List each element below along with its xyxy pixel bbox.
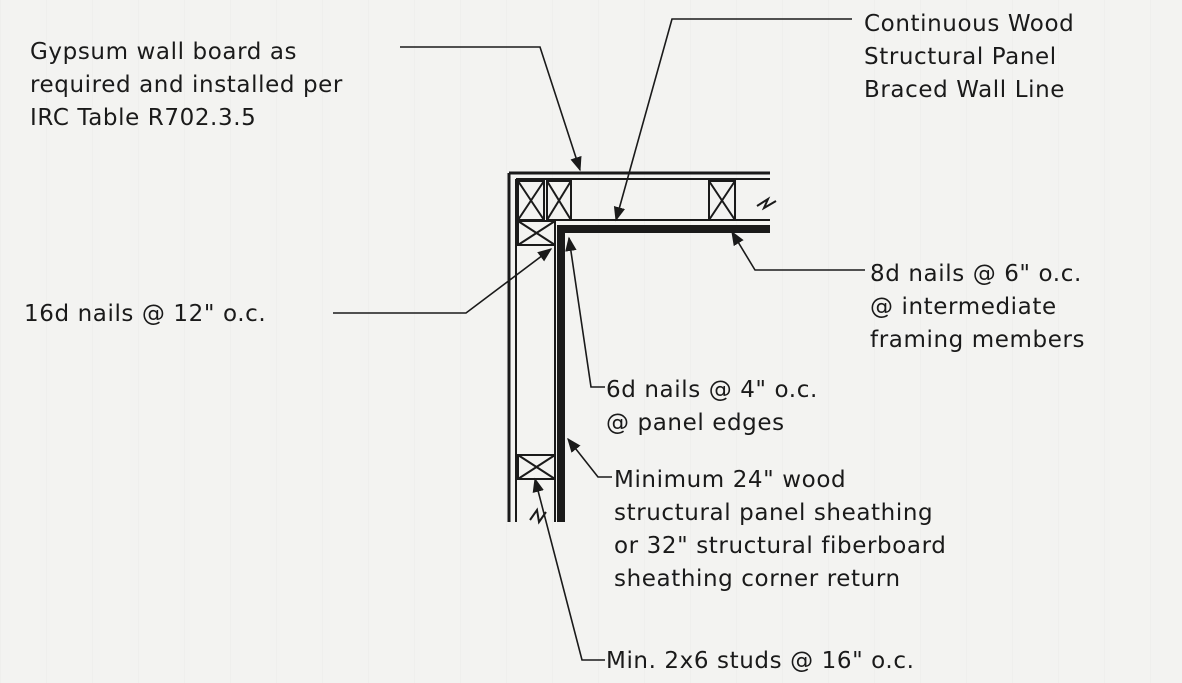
callout-line: structural panel sheathing — [614, 500, 934, 526]
break-line-icon — [756, 196, 777, 211]
sheathing-callout: Minimum 24" wood structural panel sheath… — [614, 464, 946, 596]
nails-6d-callout: 6d nails @ 4" o.c. @ panel edges — [606, 374, 818, 440]
break-line-icon — [529, 507, 547, 525]
callout-line: @ intermediate — [870, 294, 1057, 320]
callout-line: or 32" structural fiberboard — [614, 533, 947, 559]
leader-arrow-icon — [532, 477, 605, 661]
leader-arrow-icon — [731, 230, 865, 271]
leader-lines — [333, 18, 865, 661]
callout-line: 6d nails @ 4" o.c. — [606, 377, 818, 403]
wall-framing — [507, 171, 777, 525]
nails-8d-callout: 8d nails @ 6" o.c. @ intermediate framin… — [870, 258, 1085, 357]
callout-line: Min. 2x6 studs @ 16" o.c. — [606, 648, 915, 674]
callout-line: Structural Panel — [864, 44, 1057, 70]
callout-line: 16d nails @ 12" o.c. — [24, 301, 267, 327]
continuous-panel-callout: Continuous Wood Structural Panel Braced … — [864, 8, 1074, 107]
leader-arrow-icon — [567, 437, 612, 478]
nails-16d-callout: 16d nails @ 12" o.c. — [24, 298, 266, 331]
callout-line: required and installed per — [30, 72, 343, 98]
callout-line: sheathing corner return — [614, 566, 901, 592]
callout-line: @ panel edges — [606, 410, 785, 436]
callout-line: IRC Table R702.3.5 — [30, 105, 257, 131]
leader-arrow-icon — [613, 18, 852, 222]
callout-line: Gypsum wall board as — [30, 39, 298, 65]
studs-callout: Min. 2x6 studs @ 16" o.c. — [606, 645, 915, 678]
leader-arrow-icon — [333, 248, 553, 314]
callout-line: Continuous Wood — [864, 11, 1075, 37]
leader-arrow-icon — [565, 236, 605, 388]
gypsum-callout: Gypsum wall board as required and instal… — [30, 36, 343, 135]
leader-arrow-icon — [400, 46, 582, 172]
callout-line: Minimum 24" wood — [614, 467, 847, 493]
callout-line: framing members — [870, 327, 1086, 353]
callout-line: 8d nails @ 6" o.c. — [870, 261, 1082, 287]
callout-line: Braced Wall Line — [864, 77, 1066, 103]
